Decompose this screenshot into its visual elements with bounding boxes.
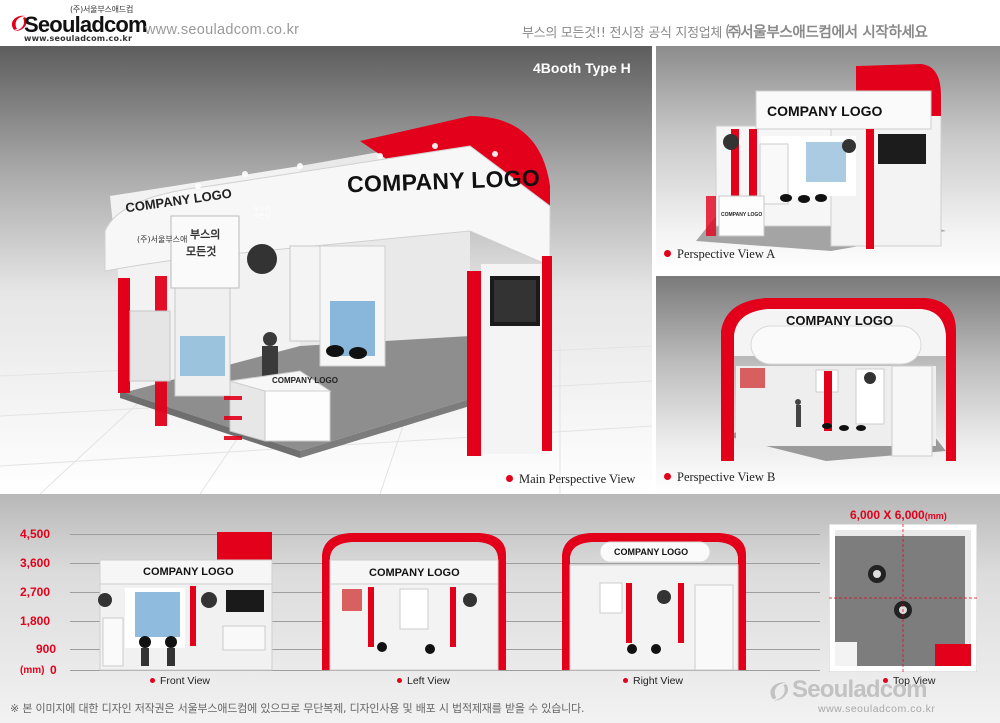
tagline-text: 부스의 모든것!! 전시장 공식 지정업체 [522, 26, 723, 41]
caption-bullet-icon [397, 678, 402, 683]
dimension-label: 0 [50, 663, 57, 677]
pa-counter-logo: COMPANY LOGO [721, 212, 763, 218]
front-pillar-right [467, 271, 481, 456]
perspective-a-panel: COMPANY LOGO COMPANY LOGO Perspective Vi… [656, 46, 1000, 272]
reception-counter [264, 390, 331, 442]
booth-type-title: 4Booth Type H [533, 60, 631, 76]
left-view-caption-text: Left View [407, 675, 450, 687]
left-red-pillar [118, 278, 130, 393]
left-view-drawing [322, 533, 506, 671]
front-view-caption: Front View [150, 675, 210, 687]
logo-swoosh-icon [11, 15, 27, 32]
counter-company-logo: COMPANY LOGO [272, 376, 338, 385]
header: (주)서울부스애드컴 Seouladcom www.seouladcom.co.… [0, 0, 1000, 46]
caption-bullet-icon [664, 250, 671, 257]
top-view-caption: Top View [883, 675, 935, 687]
main-view-caption-text: Main Perspective View [519, 472, 636, 486]
side-panel-text: (주)서울부스애 [137, 235, 188, 244]
perspective-b-render [721, 298, 956, 461]
dimension-label: 2,700 [20, 585, 51, 599]
circle-sign-text: 부스의 모든것 [253, 206, 271, 220]
right-view-caption-text: Right View [633, 675, 683, 687]
main-perspective-panel: 4Booth Type H [0, 46, 652, 494]
watermark-swoosh-icon [770, 682, 789, 701]
top-view-drawing [829, 524, 977, 672]
panel-divider [652, 46, 656, 494]
perspective-a-render [696, 64, 946, 251]
perspective-b-panel: COMPANY LOGO Perspective View B [656, 276, 1000, 494]
perspective-b-caption-text: Perspective View B [677, 470, 776, 484]
right-view-caption: Right View [623, 675, 683, 687]
dimension-label: 3,600 [20, 556, 51, 570]
logo-name: Seouladcom [24, 12, 148, 37]
right-view-drawing [562, 533, 746, 671]
panel-text-line1: 부스의 [190, 228, 221, 241]
caption-bullet-icon [150, 678, 155, 683]
perspective-b-caption: Perspective View B [664, 470, 775, 485]
panel-text-line2: 모든것 [186, 245, 217, 258]
left-view-logo: COMPANY LOGO [369, 567, 460, 579]
watermark-url: www.seouladcom.co.kr [818, 703, 936, 715]
brochure-rack [224, 396, 242, 440]
dimension-label: 900 [36, 642, 57, 656]
back-right-pillar [542, 256, 552, 451]
caption-bullet-icon [883, 678, 888, 683]
booth-size-label: 6,000 X 6,000(mm) [850, 508, 947, 522]
front-view-caption-text: Front View [160, 675, 210, 687]
front-display-panel [170, 215, 240, 289]
perspective-a-caption: Perspective View A [664, 247, 775, 262]
dimension-label: 4,500 [20, 527, 51, 541]
perspective-a-caption-text: Perspective View A [677, 247, 776, 261]
watermark: Seouladcom www.seouladcom.co.kr [768, 676, 998, 720]
elevation-section: 4,500 3,600 2,700 1,800 900 (mm) 0 COMPA… [0, 494, 1000, 723]
top-view-caption-text: Top View [893, 675, 936, 687]
watermark-name: Seouladcom [792, 676, 928, 703]
main-booth-render [0, 116, 652, 494]
main-view-caption: Main Perspective View [506, 472, 635, 487]
caption-bullet-icon [623, 678, 628, 683]
caption-bullet-icon [506, 475, 513, 482]
pb-company-logo: COMPANY LOGO [786, 313, 894, 328]
right-view-logo: COMPANY LOGO [614, 547, 689, 557]
left-view-caption: Left View [397, 675, 450, 687]
tagline-strong: ㈜서울부스애드컴에서 시작하세요 [726, 25, 928, 41]
panel-divider-horizontal [656, 272, 1000, 276]
copyright-notice: ※ 본 이미지에 대한 디자인 저작권은 서울부스애드컴에 있으므로 무단복제,… [10, 702, 585, 715]
front-view-logo: COMPANY LOGO [143, 566, 234, 578]
logo-url: www.seouladcom.co.kr [24, 34, 133, 43]
booth-size-unit: (mm) [924, 511, 947, 521]
site-url-link[interactable]: www.seouladcom.co.kr [145, 22, 300, 38]
tagline: 부스의 모든것!! 전시장 공식 지정업체㈜서울부스애드컴에서 시작하세요 [522, 21, 928, 42]
logo-company-korean: (주)서울부스애드컴 [70, 5, 134, 14]
pa-company-logo: COMPANY LOGO [767, 103, 883, 119]
booth-size-value: 6,000 X 6,000 [850, 508, 925, 522]
dimension-unit: (mm) [20, 665, 45, 676]
dimension-label: 1,800 [20, 614, 51, 628]
front-view-drawing [98, 532, 273, 671]
caption-bullet-icon [664, 473, 671, 480]
brand-logo[interactable]: (주)서울부스애드컴 Seouladcom www.seouladcom.co.… [10, 4, 148, 44]
